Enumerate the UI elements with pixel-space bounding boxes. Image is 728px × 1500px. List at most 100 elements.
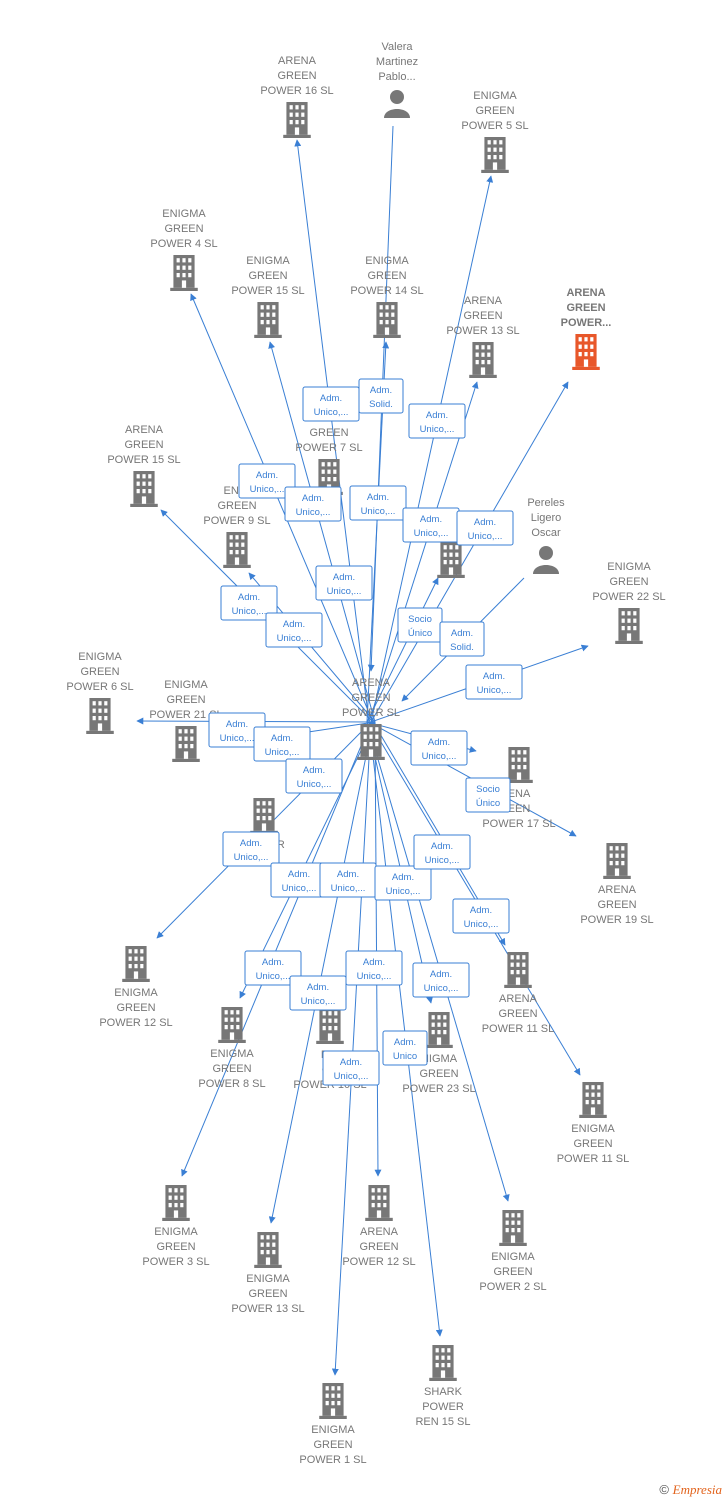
node-label-eg15: GREEN <box>248 270 287 282</box>
relation-badge[interactable]: Adm.Unico,... <box>402 507 460 543</box>
node-label-eg8: GREEN <box>212 1063 251 1075</box>
building-icon[interactable] <box>170 255 198 291</box>
relation-badge[interactable]: Adm.Solid. <box>439 621 485 657</box>
building-icon[interactable] <box>469 342 497 378</box>
building-icon[interactable] <box>429 1345 457 1381</box>
building-icon[interactable] <box>603 843 631 879</box>
node-label-eg4: POWER 4 SL <box>150 238 217 250</box>
relation-badge[interactable]: Adm.Unico,... <box>465 664 523 700</box>
relation-badge[interactable]: Adm.Unico,... <box>208 712 266 748</box>
building-icon[interactable] <box>250 798 278 834</box>
relation-badge[interactable]: Adm.Unico,... <box>456 510 514 546</box>
relation-badge[interactable]: Adm.Unico,... <box>222 831 280 867</box>
building-icon[interactable] <box>218 1007 246 1043</box>
relation-badge[interactable]: Adm.Unico,... <box>345 950 403 986</box>
relation-badge[interactable]: Adm.Unico,... <box>244 950 302 986</box>
building-icon[interactable] <box>365 1185 393 1221</box>
relation-badge[interactable]: Adm.Solid. <box>358 378 404 414</box>
relation-badge[interactable]: Adm.Unico,... <box>284 486 342 522</box>
building-icon[interactable] <box>172 726 200 762</box>
building-icon[interactable] <box>319 1383 347 1419</box>
building-icon[interactable] <box>316 1008 344 1044</box>
relation-badge[interactable]: Adm.Unico,... <box>285 758 343 794</box>
relation-badge[interactable]: Adm.Unico <box>382 1030 428 1066</box>
relation-badge-box <box>284 486 342 522</box>
building-icon[interactable] <box>579 1082 607 1118</box>
relation-badge[interactable]: Adm.Unico,... <box>315 565 373 601</box>
relation-badge[interactable]: Adm.Unico,... <box>319 862 377 898</box>
building-icon[interactable] <box>505 747 533 783</box>
building-icon[interactable] <box>499 1210 527 1246</box>
node-label-eg12: ENIGMA <box>114 987 158 999</box>
building-icon[interactable] <box>572 334 600 370</box>
relation-badge[interactable]: Adm.Unico,... <box>322 1050 380 1086</box>
relation-badge-box <box>452 898 510 934</box>
building-icon[interactable] <box>254 302 282 338</box>
relation-badge[interactable]: Adm.Unico,... <box>302 386 360 422</box>
relation-badge[interactable]: Adm.Unico,... <box>374 865 432 901</box>
relation-badge[interactable]: Adm.Unico,... <box>253 726 311 762</box>
person-icon[interactable] <box>533 546 559 574</box>
building-icon[interactable] <box>122 946 150 982</box>
node-valera[interactable]: ValeraMartinezPablo... <box>376 41 418 118</box>
building-icon[interactable] <box>504 952 532 988</box>
building-icon[interactable] <box>615 608 643 644</box>
node-label-pereles: Pereles <box>527 497 565 509</box>
relation-badge[interactable]: Adm.Unico,... <box>452 898 510 934</box>
building-icon[interactable] <box>254 1232 282 1268</box>
relation-badge[interactable]: Adm.Unico,... <box>270 862 328 898</box>
relation-badge[interactable]: Adm.Unico,... <box>410 730 468 766</box>
person-icon[interactable] <box>384 90 410 118</box>
building-icon[interactable] <box>162 1185 190 1221</box>
node-focus[interactable]: ARENAGREENPOWER... <box>561 287 612 370</box>
building-icon[interactable] <box>130 471 158 507</box>
building-icon[interactable] <box>86 698 114 734</box>
building-icon[interactable] <box>481 137 509 173</box>
relation-badge[interactable]: Adm.Unico,... <box>265 612 323 648</box>
relation-badge[interactable]: Adm.Unico,... <box>220 585 278 621</box>
brand-logo-text[interactable]: Empresia <box>672 1482 722 1497</box>
relation-badge[interactable]: Adm.Unico,... <box>408 403 466 439</box>
relation-badge[interactable]: Adm.Unico,... <box>412 962 470 998</box>
building-icon[interactable] <box>283 102 311 138</box>
relation-badge[interactable]: Adm.Unico,... <box>413 834 471 870</box>
building-icon[interactable] <box>223 532 251 568</box>
building-icon[interactable] <box>437 542 465 578</box>
relation-badge[interactable]: Adm.Unico,... <box>238 463 296 499</box>
building-icon[interactable] <box>357 724 385 760</box>
relation-badge-text: Adm. <box>394 1037 416 1048</box>
building-icon[interactable] <box>425 1012 453 1048</box>
relation-badge[interactable]: Adm.Unico,... <box>349 485 407 521</box>
relation-badge[interactable]: Adm.Unico,... <box>289 975 347 1011</box>
building-icon[interactable] <box>373 302 401 338</box>
